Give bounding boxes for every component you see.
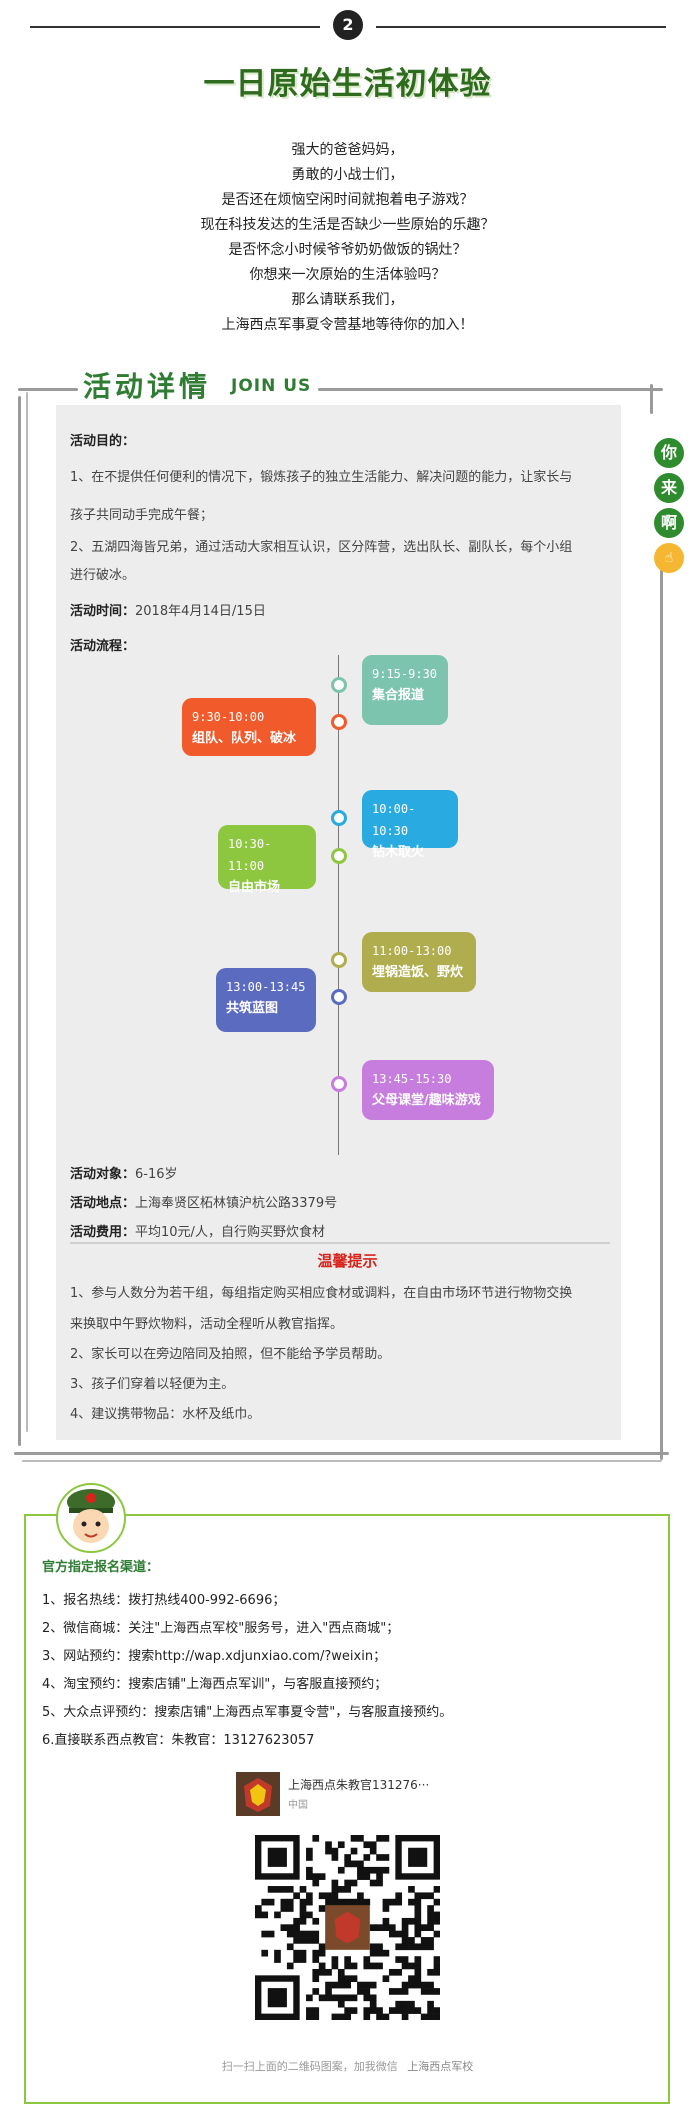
timeline-bubble: 13:45-15:30 父母课堂/趣味游戏 <box>362 1060 494 1120</box>
timeline-bubble: 13:00-13:45 共筑蓝图 <box>216 968 316 1032</box>
signup-box <box>24 1514 670 2104</box>
goal-label: 活动目的： <box>70 434 136 449</box>
flow-label: 活动流程： <box>70 639 136 654</box>
intro-line: 你想来一次原始的生活体验吗？ <box>249 267 446 283</box>
timeline-dot <box>331 810 347 826</box>
timeline-activity: 自由市场 <box>228 880 281 895</box>
card-name: 上海西点朱教官131276··· <box>288 1778 430 1792</box>
section-subtitle: JOIN US <box>231 376 312 396</box>
time-row: 活动时间：2018年4月14日/15日 <box>70 600 266 619</box>
location-row: 活动地点：上海奉贤区柘林镇沪杭公路3379号 <box>70 1192 337 1211</box>
timeline-axis <box>338 655 339 1155</box>
goal-text: 1、在不提供任何便利的情况下，锻炼孩子的独立生活能力、解决问题的能力，让家长与 <box>70 470 573 485</box>
card-avatar-icon <box>236 1772 280 1816</box>
timeline-dot <box>331 714 347 730</box>
intro-paragraph: 强大的爸爸妈妈， 勇敢的小战士们， 是否还在烦恼空闲时间就抱着电子游戏？ 现在科… <box>0 138 695 338</box>
location-label: 活动地点： <box>70 1196 136 1211</box>
timeline-activity: 钻木取火 <box>372 845 425 860</box>
timeline-dot <box>331 952 347 968</box>
card-region: 中国 <box>288 1800 308 1811</box>
goal-text: 2、五湖四海皆兄弟，通过活动大家相互认识，区分阵营，选出队长、副队长，每个小组 <box>70 540 573 555</box>
timeline-time: 11:00-13:00 <box>372 944 452 958</box>
intro-line: 那么请联系我们， <box>291 292 404 308</box>
timeline-time: 9:30-10:00 <box>192 710 265 724</box>
timeline-bubble: 10:30-11:00 自由市场 <box>218 825 316 895</box>
side-label: 来 <box>654 473 684 503</box>
tips-divider <box>70 1242 610 1244</box>
frame-stroke <box>660 560 663 1460</box>
timeline-time: 9:15-9:30 <box>372 667 438 681</box>
fee-label: 活动费用： <box>70 1225 136 1240</box>
frame-stroke <box>650 384 653 414</box>
signup-channel: 2、微信商城：关注"上海西点军校"服务号，进入"西点商城"； <box>42 1621 400 1636</box>
timeline-time: 13:45-15:30 <box>372 1072 452 1086</box>
signup-heading: 官方指定报名渠道： <box>42 1560 160 1575</box>
goal-text: 进行破冰。 <box>70 568 136 583</box>
hand-icon: ☝ <box>654 543 684 573</box>
location-value: 上海奉贤区柘林镇沪杭公路3379号 <box>135 1196 338 1211</box>
time-value: 2018年4月14日/15日 <box>135 604 266 619</box>
timeline-bubble: 11:00-13:00 埋锅造饭、野炊 <box>362 932 476 992</box>
frame-stroke <box>14 1452 669 1455</box>
timeline-bubble: 9:15-9:30 集合报道 <box>362 655 448 725</box>
target-value: 6-16岁 <box>135 1167 178 1182</box>
timeline-time: 10:30-11:00 <box>228 837 272 873</box>
tip-text: 3、孩子们穿着以轻便为主。 <box>70 1377 235 1392</box>
intro-line: 强大的爸爸妈妈， <box>291 142 404 158</box>
frame-stroke <box>18 396 21 1446</box>
step-divider-left <box>30 26 320 28</box>
frame-stroke <box>318 388 663 391</box>
signup-channel: 1、报名热线：拨打热线400-992-6696； <box>42 1593 286 1608</box>
tip-text: 4、建议携带物品：水杯及纸巾。 <box>70 1407 261 1422</box>
page-title: 一日原始生活初体验 <box>203 66 492 102</box>
signup-channel: 5、大众点评预约：搜索店铺"上海西点军事夏令营"，与客服直接预约。 <box>42 1705 453 1720</box>
side-label: 你 <box>654 438 684 468</box>
timeline-dot <box>331 677 347 693</box>
wechat-card: 上海西点朱教官131276··· 中国 <box>236 1770 460 1820</box>
timeline-bubble: 9:30-10:00 组队、队列、破冰 <box>182 698 316 756</box>
timeline-activity: 父母课堂/趣味游戏 <box>372 1093 481 1108</box>
fee-value: 平均10元/人，自行购买野炊食材 <box>135 1225 325 1240</box>
intro-line: 是否还在烦恼空闲时间就抱着电子游戏？ <box>221 192 474 208</box>
soldier-avatar-icon <box>56 1483 126 1553</box>
target-label: 活动对象： <box>70 1167 136 1182</box>
timeline-activity: 集合报道 <box>372 688 425 703</box>
frame-stroke <box>18 388 78 391</box>
timeline-dot <box>331 989 347 1005</box>
timeline-time: 10:00-10:30 <box>372 802 416 838</box>
scan-hint: 扫一扫上面的二维码图案，加我微信 上海西点军校 <box>0 2058 695 2074</box>
scan-text: 扫一扫上面的二维码图案，加我微信 <box>221 2060 398 2073</box>
signup-channel: 6.直接联系西点教官：朱教官：13127623057 <box>42 1733 315 1748</box>
signup-channel: 4、淘宝预约：搜索店铺"上海西点军训"，与客服直接预约； <box>42 1677 388 1692</box>
frame-stroke <box>26 392 28 1432</box>
intro-line: 勇敢的小战士们， <box>291 167 404 183</box>
timeline-dot <box>331 1076 347 1092</box>
section-title: 活动详情 <box>83 370 212 403</box>
tip-text: 来换取中午野炊物料，活动全程听从教官指挥。 <box>70 1317 344 1332</box>
intro-line: 上海西点军事夏令营基地等待你的加入！ <box>221 317 474 333</box>
tips-title: 温馨提示 <box>317 1252 378 1270</box>
target-row: 活动对象：6-16岁 <box>70 1163 178 1182</box>
step-divider-right <box>376 26 666 28</box>
timeline-activity: 共筑蓝图 <box>226 1001 279 1016</box>
watermark: 上海西点军校 <box>407 2060 474 2073</box>
timeline-dot <box>331 848 347 864</box>
fee-row: 活动费用：平均10元/人，自行购买野炊食材 <box>70 1221 325 1240</box>
time-label: 活动时间： <box>70 604 136 619</box>
qr-code-icon[interactable] <box>255 1835 440 2020</box>
signup-channel: 3、网站预约：搜索http://wap.xdjunxiao.com/?weixi… <box>42 1649 387 1664</box>
intro-line: 是否怀念小时候爷爷奶奶做饭的锅灶？ <box>228 242 467 258</box>
timeline-activity: 埋锅造饭、野炊 <box>372 965 464 980</box>
side-label: 啊 <box>654 508 684 538</box>
step-number-badge: 2 <box>333 10 363 40</box>
timeline-time: 13:00-13:45 <box>226 980 306 994</box>
intro-line: 现在科技发达的生活是否缺少一些原始的乐趣？ <box>200 217 495 233</box>
tip-text: 2、家长可以在旁边陪同及拍照，但不能给予学员帮助。 <box>70 1347 391 1362</box>
goal-text: 孩子共同动手完成午餐； <box>70 508 214 523</box>
timeline-bubble: 10:00-10:30 钻木取火 <box>362 790 458 860</box>
timeline-activity: 组队、队列、破冰 <box>192 731 297 746</box>
tip-text: 1、参与人数分为若干组，每组指定购买相应食材或调料，在自由市场环节进行物物交换 <box>70 1286 573 1301</box>
frame-stroke <box>22 1460 662 1462</box>
